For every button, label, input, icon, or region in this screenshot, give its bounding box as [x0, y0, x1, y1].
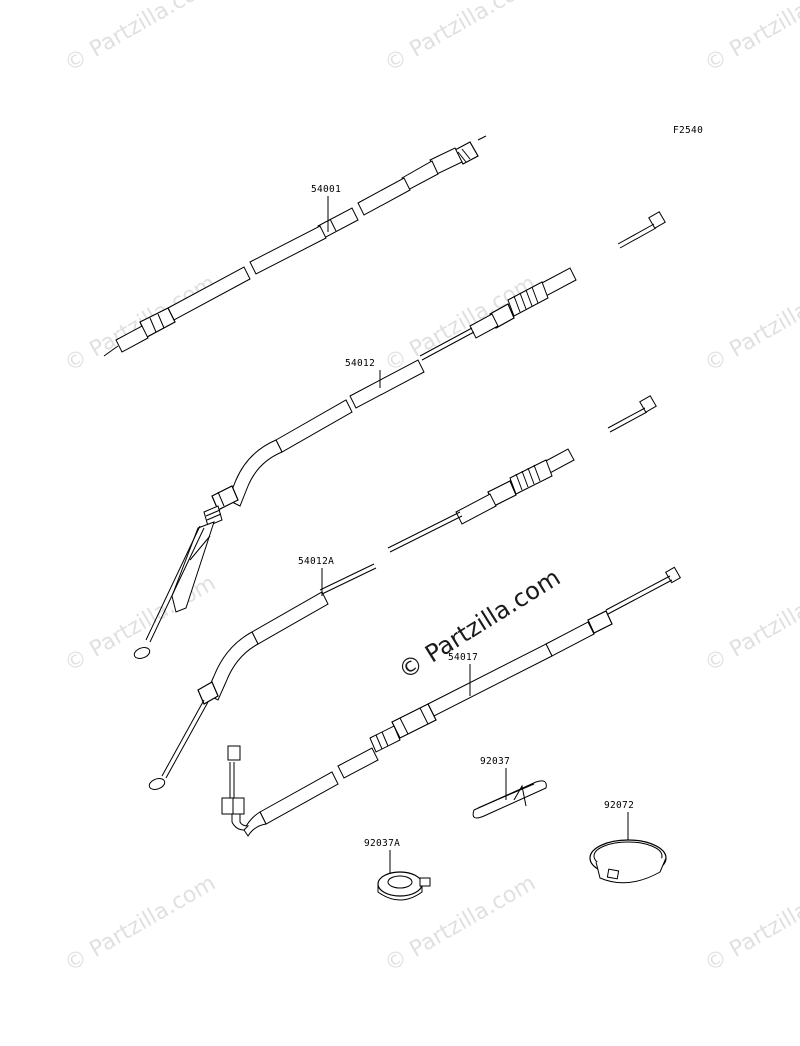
label-92037: 92037: [480, 756, 510, 767]
part-92037A-grommet[interactable]: 92037A: [364, 838, 431, 901]
watermark: © Partzilla.com: [701, 871, 800, 978]
part-54012-throttle-cable[interactable]: 54012: [133, 211, 666, 661]
figure-code: F2540: [673, 125, 703, 136]
watermark: © Partzilla.com: [61, 871, 221, 978]
center-watermark: © Partzilla.com: [393, 563, 565, 685]
part-92072-band[interactable]: 92072: [589, 800, 667, 884]
label-92037A: 92037A: [364, 838, 400, 849]
watermark: © Partzilla.com: [381, 0, 541, 77]
part-54012A-throttle-cable[interactable]: 54012A: [148, 395, 657, 792]
watermark-layer: © Partzilla.com © Partzilla.com © Partzi…: [61, 0, 800, 977]
label-54012: 54012: [345, 358, 375, 369]
watermark: © Partzilla.com: [701, 0, 800, 77]
watermark: © Partzilla.com: [61, 0, 221, 77]
part-54001-speedometer-cable[interactable]: 54001: [103, 135, 487, 357]
watermark: © Partzilla.com: [701, 271, 800, 378]
watermark: © Partzilla.com: [701, 571, 800, 678]
label-92072: 92072: [604, 800, 634, 811]
watermark: © Partzilla.com: [61, 571, 221, 678]
watermark: © Partzilla.com: [381, 271, 541, 378]
label-54012A: 54012A: [298, 556, 334, 567]
label-54001: 54001: [311, 184, 341, 195]
part-54017-cable[interactable]: 54017: [221, 566, 682, 837]
part-92037-clamp[interactable]: 92037: [472, 756, 547, 819]
label-54017: 54017: [448, 652, 478, 663]
